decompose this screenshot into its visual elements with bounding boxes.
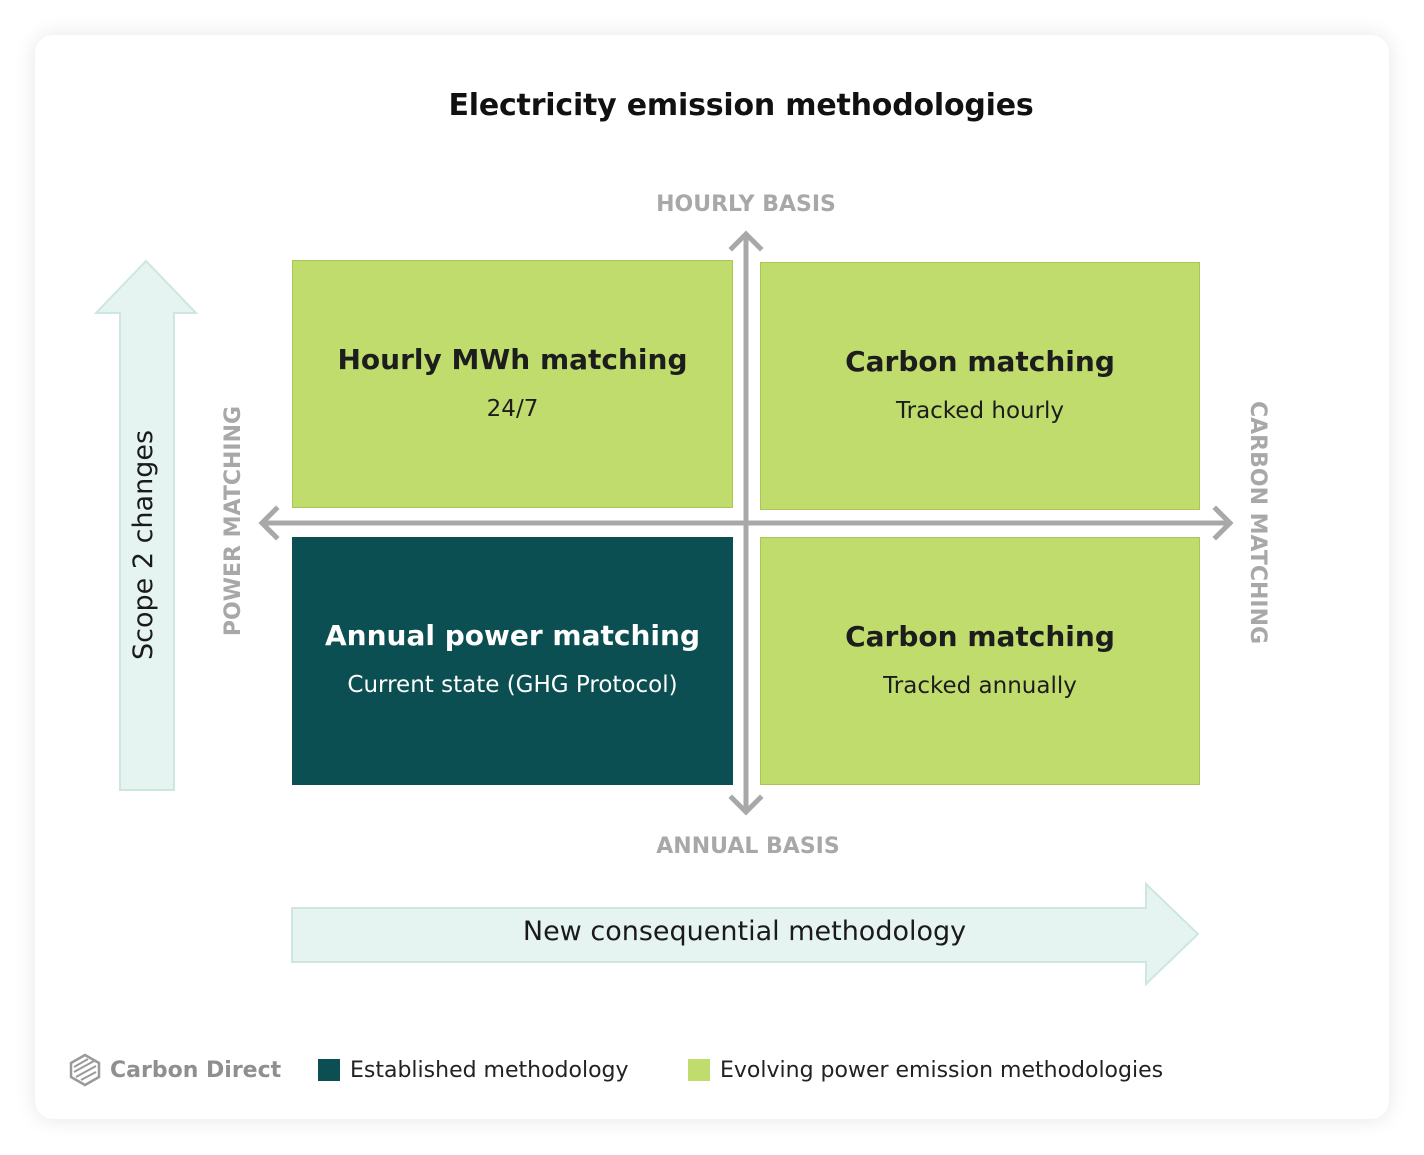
legend-label-established: Established methodology bbox=[350, 1057, 629, 1083]
axis-label-right: CARBON MATCHING bbox=[1245, 401, 1270, 645]
axis-label-top: HOURLY BASIS bbox=[656, 192, 836, 217]
quadrant-subtitle: Current state (GHG Protocol) bbox=[347, 672, 678, 698]
axis-label-left: POWER MATCHING bbox=[221, 405, 246, 637]
quadrant-subtitle: Tracked annually bbox=[883, 673, 1077, 699]
quadrant-subtitle: 24/7 bbox=[486, 396, 539, 422]
diagram-title: Electricity emission methodologies bbox=[448, 88, 1034, 123]
legend-established: Established methodology bbox=[318, 1054, 629, 1086]
carbon-direct-logo-icon bbox=[69, 1053, 101, 1087]
axis-arrowhead-left bbox=[258, 505, 280, 541]
legend-label-evolving: Evolving power emission methodologies bbox=[720, 1057, 1164, 1083]
brand-logo: Carbon Direct bbox=[68, 1053, 282, 1087]
quadrant-title: Annual power matching bbox=[325, 619, 700, 652]
quadrant-title: Hourly MWh matching bbox=[337, 343, 688, 376]
legend-evolving: Evolving power emission methodologies bbox=[688, 1054, 1163, 1086]
axis-label-bottom: ANNUAL BASIS bbox=[656, 834, 840, 859]
axis-arrowhead-up bbox=[728, 230, 764, 252]
quadrant-title: Carbon matching bbox=[845, 345, 1115, 378]
quadrant-annual-power-matching: Annual power matching Current state (GHG… bbox=[292, 537, 733, 785]
axis-arrowhead-right bbox=[1212, 505, 1234, 541]
consequential-arrow-label: New consequential methodology bbox=[522, 916, 967, 947]
legend-swatch-established bbox=[318, 1059, 340, 1081]
quadrant-hourly-mwh-matching: Hourly MWh matching 24/7 bbox=[292, 260, 733, 508]
legend-swatch-evolving bbox=[688, 1059, 710, 1081]
quadrant-title: Carbon matching bbox=[845, 620, 1115, 653]
axis-arrowhead-down bbox=[728, 794, 764, 816]
quadrant-carbon-matching-hourly: Carbon matching Tracked hourly bbox=[760, 262, 1200, 510]
scope2-arrow bbox=[93, 259, 199, 791]
quadrant-subtitle: Tracked hourly bbox=[895, 398, 1065, 424]
scope2-arrow-label: Scope 2 changes bbox=[128, 429, 159, 661]
consequential-arrow bbox=[291, 881, 1200, 987]
quadrant-carbon-matching-annually: Carbon matching Tracked annually bbox=[760, 537, 1200, 785]
brand-name: Carbon Direct bbox=[110, 1057, 282, 1083]
